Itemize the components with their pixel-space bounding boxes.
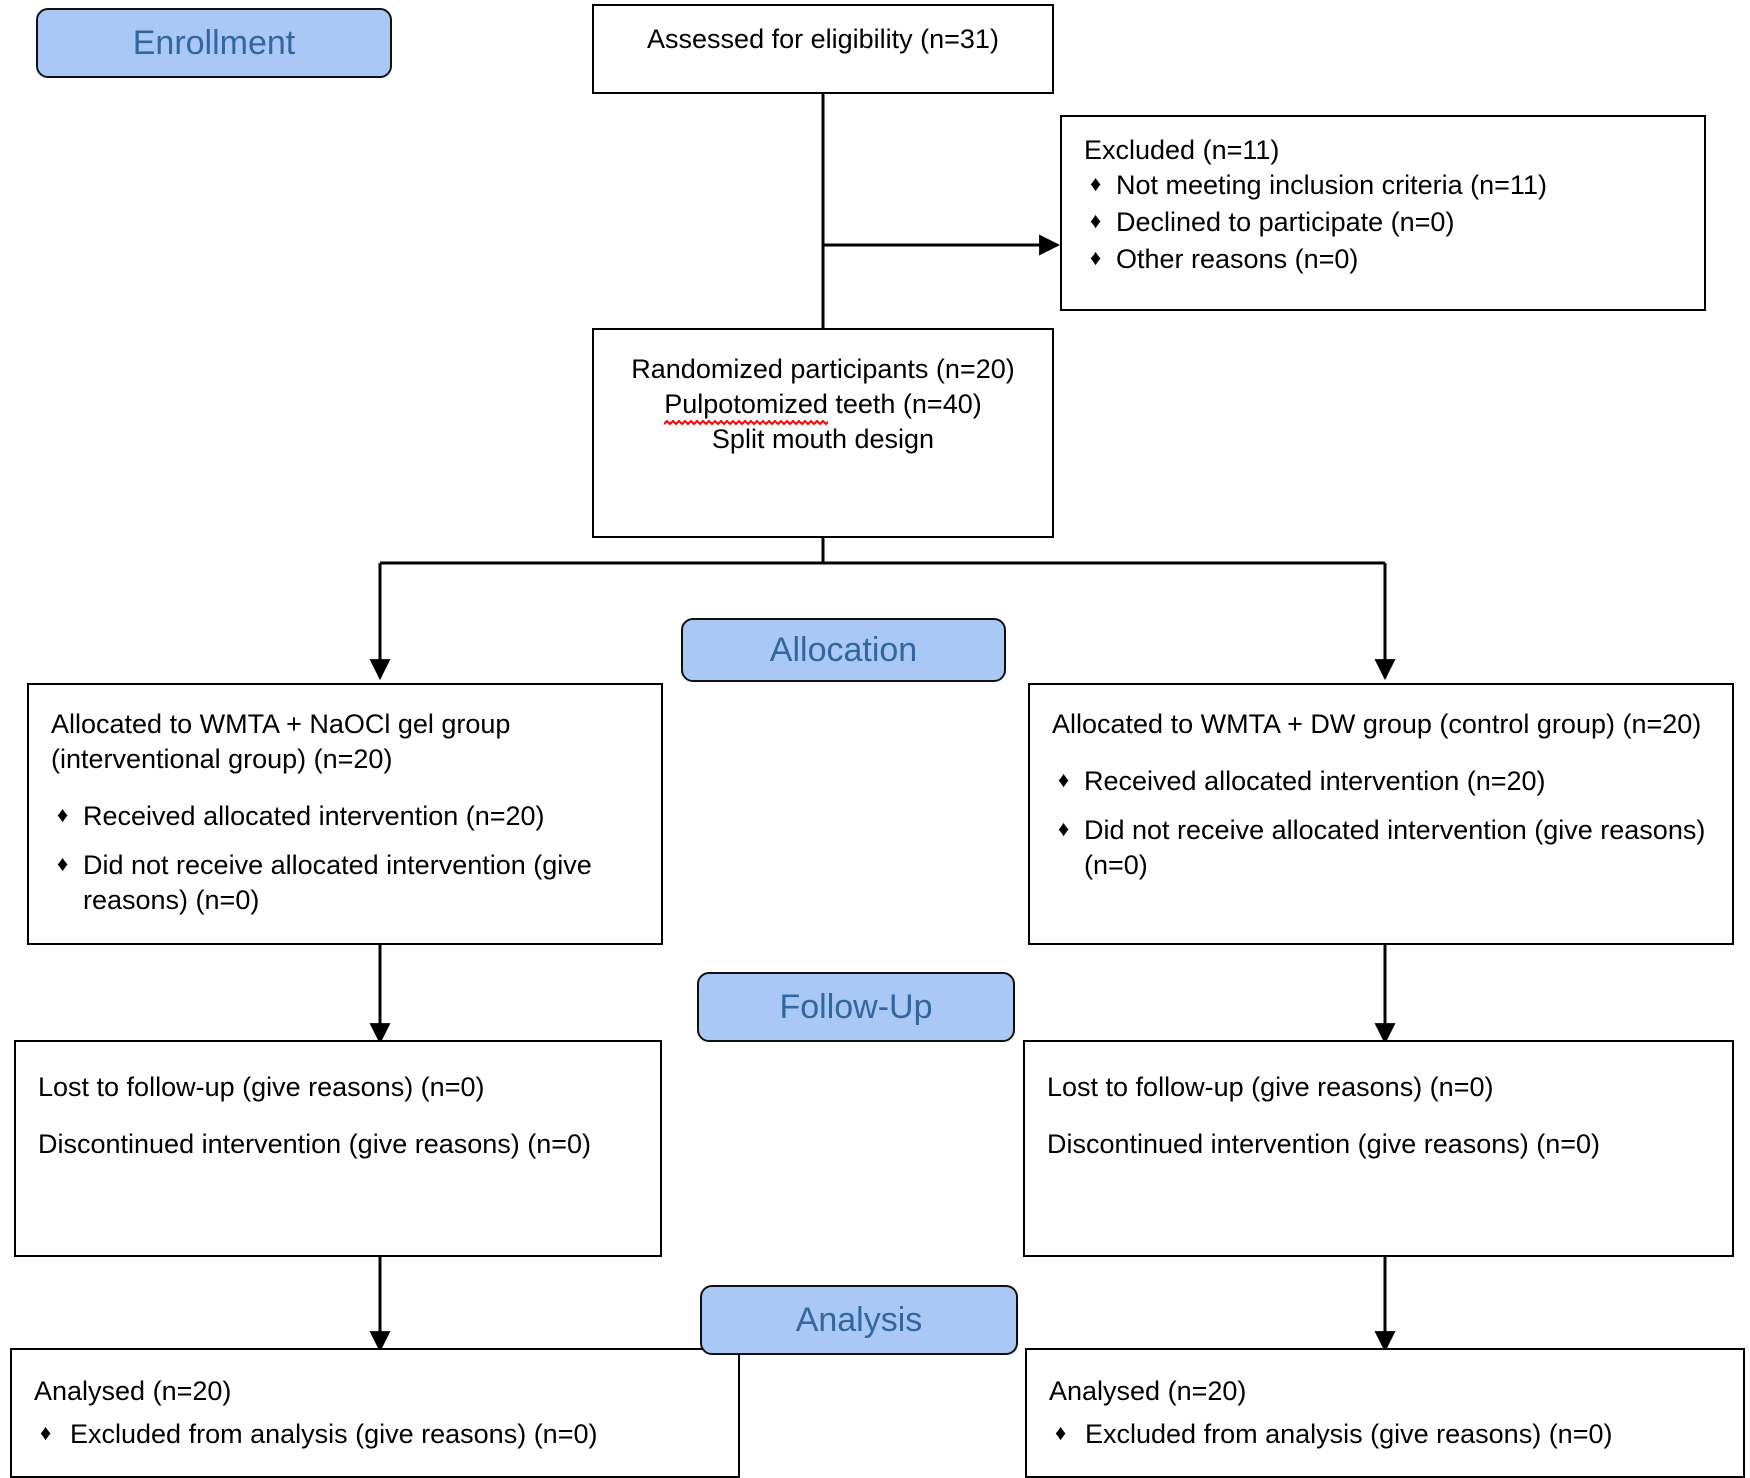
- diamond-bullet-icon: ♦: [1058, 767, 1070, 793]
- list-item-label: Received allocated intervention (n=20): [83, 801, 545, 832]
- diamond-bullet-icon: ♦: [1090, 171, 1102, 197]
- spellcheck-squiggle-icon: [664, 420, 828, 426]
- analysis-right-heading: Analysed (n=20): [1049, 1376, 1247, 1406]
- diamond-bullet-icon: ♦: [1058, 816, 1070, 842]
- node-analysis-intervention: Analysed (n=20) ♦ Excluded from analysis…: [10, 1348, 740, 1478]
- list-item-label: Received allocated intervention (n=20): [1084, 766, 1546, 797]
- alloc-left-list: ♦ Received allocated intervention (n=20)…: [51, 799, 639, 918]
- alloc-right-heading: Allocated to WMTA + DW group (control gr…: [1052, 709, 1702, 739]
- spacer: [1047, 1105, 1710, 1127]
- list-item: ♦ Did not receive allocated intervention…: [51, 848, 639, 918]
- alloc-right-list: ♦ Received allocated intervention (n=20)…: [1052, 764, 1710, 883]
- stage-label-analysis-text: Analysis: [795, 1300, 923, 1339]
- diamond-bullet-icon: ♦: [40, 1420, 52, 1446]
- followup-right-line-2: Discontinued intervention (give reasons)…: [1047, 1129, 1601, 1160]
- node-randomized: Randomized participants (n=20) Pulpotomi…: [592, 328, 1054, 538]
- stage-label-followup-text: Follow-Up: [779, 987, 933, 1026]
- node-analysis-control: Analysed (n=20) ♦ Excluded from analysis…: [1025, 1348, 1745, 1478]
- list-item: ♦ Received allocated intervention (n=20): [51, 799, 639, 834]
- followup-left-line-1: Lost to follow-up (give reasons) (n=0): [38, 1072, 485, 1102]
- excluded-heading: Excluded (n=11): [1084, 135, 1280, 165]
- list-item-label: Excluded from analysis (give reasons) (n…: [1085, 1419, 1613, 1450]
- assessed-text: Assessed for eligibility (n=31): [647, 24, 999, 54]
- stage-label-analysis: Analysis: [700, 1285, 1018, 1355]
- analysis-right-list: ♦ Excluded from analysis (give reasons) …: [1049, 1417, 1721, 1452]
- followup-right-line-1: Lost to follow-up (give reasons) (n=0): [1047, 1072, 1494, 1102]
- node-allocation-intervention: Allocated to WMTA + NaOCl gel group (int…: [27, 683, 663, 945]
- stage-label-allocation-text: Allocation: [769, 630, 918, 669]
- followup-left-line-2: Discontinued intervention (give reasons)…: [38, 1129, 592, 1160]
- spacer: [51, 777, 639, 799]
- node-excluded: Excluded (n=11) ♦ Not meeting inclusion …: [1060, 115, 1706, 311]
- misspelled-word: Pulpotomized: [664, 387, 828, 426]
- diamond-bullet-icon: ♦: [57, 851, 69, 877]
- analysis-left-heading: Analysed (n=20): [34, 1376, 232, 1406]
- list-item-label: Not meeting inclusion criteria (n=11): [1116, 170, 1547, 201]
- excluded-reason-list: ♦ Not meeting inclusion criteria (n=11) …: [1084, 168, 1682, 277]
- list-item: ♦ Declined to participate (n=0): [1084, 205, 1682, 240]
- randomized-line-2: Pulpotomized teeth (n=40): [616, 387, 1030, 426]
- list-item-label: Other reasons (n=0): [1116, 244, 1359, 275]
- node-followup-control: Lost to follow-up (give reasons) (n=0) D…: [1023, 1040, 1734, 1257]
- spacer: [1052, 742, 1710, 764]
- stage-label-enrollment-text: Enrollment: [132, 23, 296, 62]
- node-assessed-for-eligibility: Assessed for eligibility (n=31): [592, 4, 1054, 94]
- stage-label-allocation: Allocation: [681, 618, 1006, 682]
- randomized-line-2-suffix: teeth (n=40): [827, 389, 982, 420]
- spacer: [38, 1105, 638, 1127]
- diamond-bullet-icon: ♦: [1055, 1420, 1067, 1446]
- list-item: ♦ Not meeting inclusion criteria (n=11): [1084, 168, 1682, 203]
- diamond-bullet-icon: ♦: [57, 802, 69, 828]
- list-item: ♦ Did not receive allocated intervention…: [1052, 813, 1710, 883]
- list-item: ♦ Excluded from analysis (give reasons) …: [34, 1417, 716, 1452]
- alloc-left-heading: Allocated to WMTA + NaOCl gel group (int…: [51, 709, 511, 775]
- diamond-bullet-icon: ♦: [1090, 208, 1102, 234]
- node-followup-intervention: Lost to follow-up (give reasons) (n=0) D…: [14, 1040, 662, 1257]
- stage-label-enrollment: Enrollment: [36, 8, 392, 78]
- list-item: ♦ Excluded from analysis (give reasons) …: [1049, 1417, 1721, 1452]
- list-item: ♦ Other reasons (n=0): [1084, 242, 1682, 277]
- node-allocation-control: Allocated to WMTA + DW group (control gr…: [1028, 683, 1734, 945]
- list-item: ♦ Received allocated intervention (n=20): [1052, 764, 1710, 799]
- stage-label-followup: Follow-Up: [697, 972, 1015, 1042]
- diamond-bullet-icon: ♦: [1090, 245, 1102, 271]
- analysis-left-list: ♦ Excluded from analysis (give reasons) …: [34, 1417, 716, 1452]
- randomized-line-3: Split mouth design: [711, 424, 935, 455]
- list-item-label: Did not receive allocated intervention (…: [83, 850, 592, 916]
- list-item-label: Did not receive allocated intervention (…: [1084, 815, 1706, 881]
- list-item-label: Declined to participate (n=0): [1116, 207, 1455, 238]
- misspelled-word-text: Pulpotomized: [664, 389, 828, 420]
- list-item-label: Excluded from analysis (give reasons) (n…: [70, 1419, 598, 1450]
- randomized-line-1: Randomized participants (n=20): [631, 354, 1015, 384]
